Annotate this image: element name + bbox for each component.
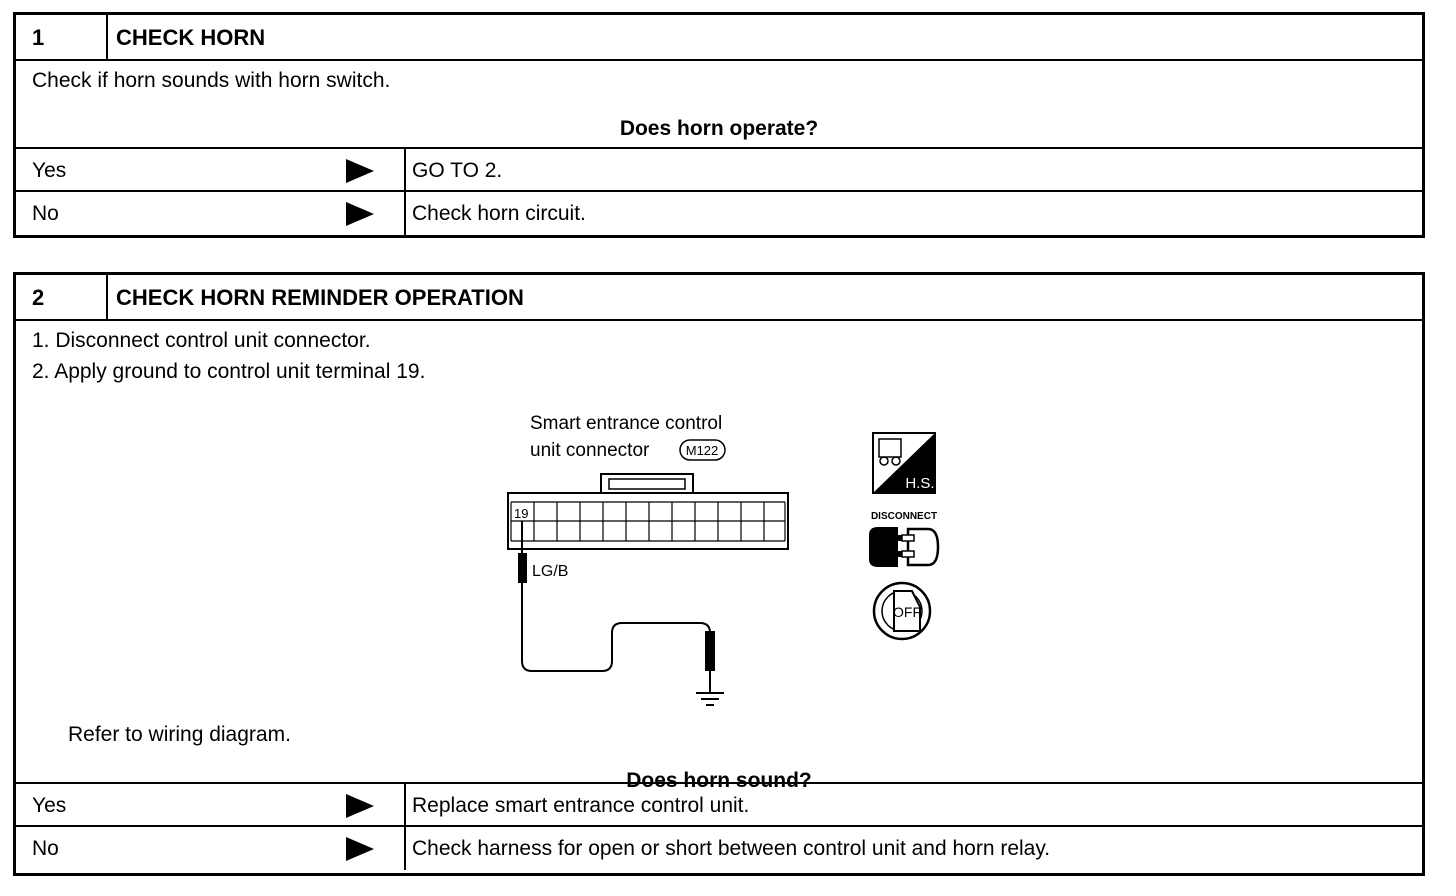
probe-tip [518, 553, 527, 583]
connector-diagram: Smart entrance control unit connector M1… [507, 413, 940, 706]
answer-label: No [32, 202, 59, 225]
connector-lock-tab [600, 473, 694, 495]
diagram-caption-line1: Smart entrance control [530, 413, 722, 434]
step-number: 2 [16, 275, 108, 319]
step-1-table: 1 CHECK HORN Check if horn sounds with h… [13, 12, 1425, 238]
arrow-right-icon [346, 794, 374, 818]
step-instruction: Check if horn sounds with horn switch. [32, 69, 391, 92]
answer-label: No [32, 837, 59, 860]
step-2-table: 2 CHECK HORN REMINDER OPERATION 1. Disco… [13, 272, 1425, 876]
ground-probe [705, 631, 715, 671]
arrow-right-icon [346, 202, 374, 226]
answer-result: GO TO 2. [412, 159, 503, 182]
step-number: 1 [16, 15, 108, 59]
connector-pin-grid [510, 501, 786, 542]
answer-label: Yes [32, 794, 67, 817]
step-2-body: 1. Disconnect control unit connector. 2.… [16, 321, 1422, 792]
instruction-item: 1. Disconnect control unit connector. [32, 329, 371, 352]
svg-text:OFF: OFF [893, 604, 921, 620]
answer-row-yes: Yes Replace smart entrance control unit. [16, 784, 1422, 827]
answer-row-yes: Yes GO TO 2. [16, 149, 1422, 192]
svg-text:H.S.: H.S. [905, 475, 934, 492]
svg-text:DISCONNECT: DISCONNECT [871, 511, 937, 522]
answer-result: Check harness for open or short between … [412, 837, 1051, 860]
step-question: Does horn operate? [619, 117, 819, 140]
answer-result: Replace smart entrance control unit. [412, 794, 750, 817]
wiring-diagram-note: Refer to wiring diagram. [68, 723, 291, 746]
step-1-header: 1 CHECK HORN [16, 15, 1422, 61]
ignition-off-icon: OFF [872, 581, 932, 641]
step-title: CHECK HORN REMINDER OPERATION [116, 285, 524, 310]
step-2-header: 2 CHECK HORN REMINDER OPERATION [16, 275, 1422, 321]
ground-jumper-wire [521, 583, 711, 672]
hs-service-icon: H.S. [872, 432, 936, 494]
arrow-right-icon [346, 159, 374, 183]
answer-label: Yes [32, 159, 67, 182]
step-1-body: Check if horn sounds with horn switch. D… [16, 61, 1422, 149]
answer-row-no: No Check harness for open or short betwe… [16, 827, 1422, 870]
connector-id-label: M122 [686, 443, 719, 458]
step-question: Does horn sound? [626, 769, 812, 792]
step-title: CHECK HORN [116, 25, 266, 50]
ground-symbol-icon [696, 692, 724, 706]
diagram-caption-line2: unit connector [530, 440, 650, 461]
terminal-number: 19 [514, 506, 528, 521]
wire-color-label: LG/B [532, 563, 568, 580]
answer-row-no: No Check horn circuit. [16, 192, 1422, 235]
arrow-right-icon [346, 837, 374, 861]
disconnect-icon: DISCONNECT [869, 511, 940, 567]
answer-result: Check horn circuit. [412, 202, 586, 225]
instruction-item: 2. Apply ground to control unit terminal… [32, 360, 426, 383]
connector-id-badge [679, 439, 726, 461]
